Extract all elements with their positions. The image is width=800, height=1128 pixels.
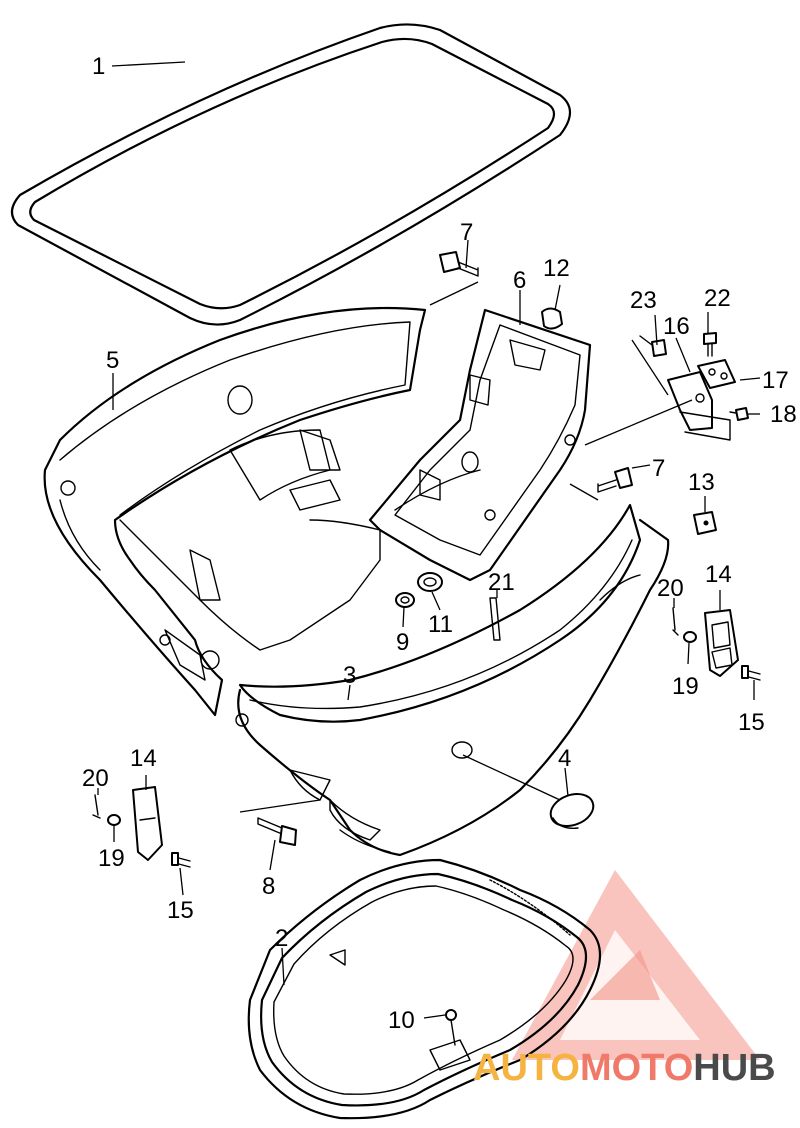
label-23: 23 bbox=[630, 287, 657, 314]
part-15-screw-right bbox=[741, 665, 761, 681]
part-3-lower-cowl bbox=[235, 503, 670, 857]
part-7-bolt-right bbox=[597, 467, 633, 493]
part-1-seal bbox=[10, 23, 572, 326]
watermark-hub: HUB bbox=[693, 1047, 775, 1089]
part-17-plate bbox=[697, 359, 736, 389]
label-17: 17 bbox=[762, 367, 789, 394]
watermark-moto: MOTO bbox=[580, 1047, 693, 1089]
watermark-text: AUTOMOTOHUB bbox=[473, 1047, 776, 1089]
label-19-right: 19 bbox=[672, 673, 699, 700]
part-13-clip bbox=[693, 511, 717, 535]
part-23-screw bbox=[639, 335, 667, 357]
leader-lines bbox=[97, 61, 761, 1019]
part-14-latch-left bbox=[132, 786, 163, 861]
label-8: 8 bbox=[262, 873, 275, 900]
part-15-screw-left bbox=[171, 852, 191, 868]
label-21: 21 bbox=[488, 569, 515, 596]
part-8-bolt bbox=[257, 817, 297, 846]
part-7-bolt-top bbox=[439, 251, 479, 277]
part-21-rod bbox=[489, 597, 501, 641]
part-5-left-cowl bbox=[43, 306, 427, 717]
part-12-bushing bbox=[541, 307, 563, 330]
label-16: 16 bbox=[663, 313, 690, 340]
part-2-lower-seal bbox=[247, 858, 601, 1120]
label-2: 2 bbox=[275, 925, 288, 952]
label-12: 12 bbox=[543, 255, 570, 282]
label-11: 11 bbox=[428, 611, 453, 638]
label-19-left: 19 bbox=[98, 845, 125, 872]
part-20-pin-left bbox=[92, 794, 101, 819]
label-14-right: 14 bbox=[705, 561, 732, 588]
label-15-right: 15 bbox=[738, 709, 765, 736]
part-4-plug bbox=[549, 793, 595, 829]
label-20-left: 20 bbox=[82, 765, 109, 792]
label-13: 13 bbox=[688, 469, 715, 496]
watermark-logo bbox=[512, 870, 760, 1060]
part-labels: 1 2 3 4 5 6 7 7 8 9 10 11 12 13 14 14 15… bbox=[82, 53, 797, 1034]
part-11-bushing bbox=[417, 572, 443, 592]
label-5: 5 bbox=[106, 347, 119, 374]
label-7-right: 7 bbox=[652, 455, 665, 482]
label-20-right: 20 bbox=[657, 575, 684, 602]
part-18-screw bbox=[729, 407, 749, 421]
label-3: 3 bbox=[343, 662, 356, 689]
part-14-latch-right bbox=[704, 609, 739, 677]
part-20-pin-right bbox=[672, 607, 679, 636]
part-19-washer-left bbox=[107, 814, 121, 826]
label-22: 22 bbox=[704, 285, 731, 312]
label-1: 1 bbox=[92, 53, 105, 80]
part-6-bracket bbox=[368, 308, 592, 582]
label-4: 4 bbox=[558, 745, 571, 772]
part-19-washer-right bbox=[683, 631, 697, 643]
label-15-left: 15 bbox=[167, 897, 194, 924]
label-9: 9 bbox=[396, 629, 409, 656]
part-10-button bbox=[445, 1009, 457, 1046]
part-9-grommet bbox=[395, 592, 415, 608]
part-22-screw bbox=[703, 332, 717, 357]
label-10: 10 bbox=[388, 1007, 415, 1034]
label-18: 18 bbox=[770, 401, 797, 428]
label-7-top: 7 bbox=[460, 219, 473, 246]
svg-text:AUTOMOTOHUB: AUTOMOTOHUB bbox=[473, 1047, 776, 1089]
label-6: 6 bbox=[513, 267, 526, 294]
label-14-left: 14 bbox=[130, 745, 157, 772]
watermark-auto: AUTO bbox=[473, 1047, 580, 1089]
